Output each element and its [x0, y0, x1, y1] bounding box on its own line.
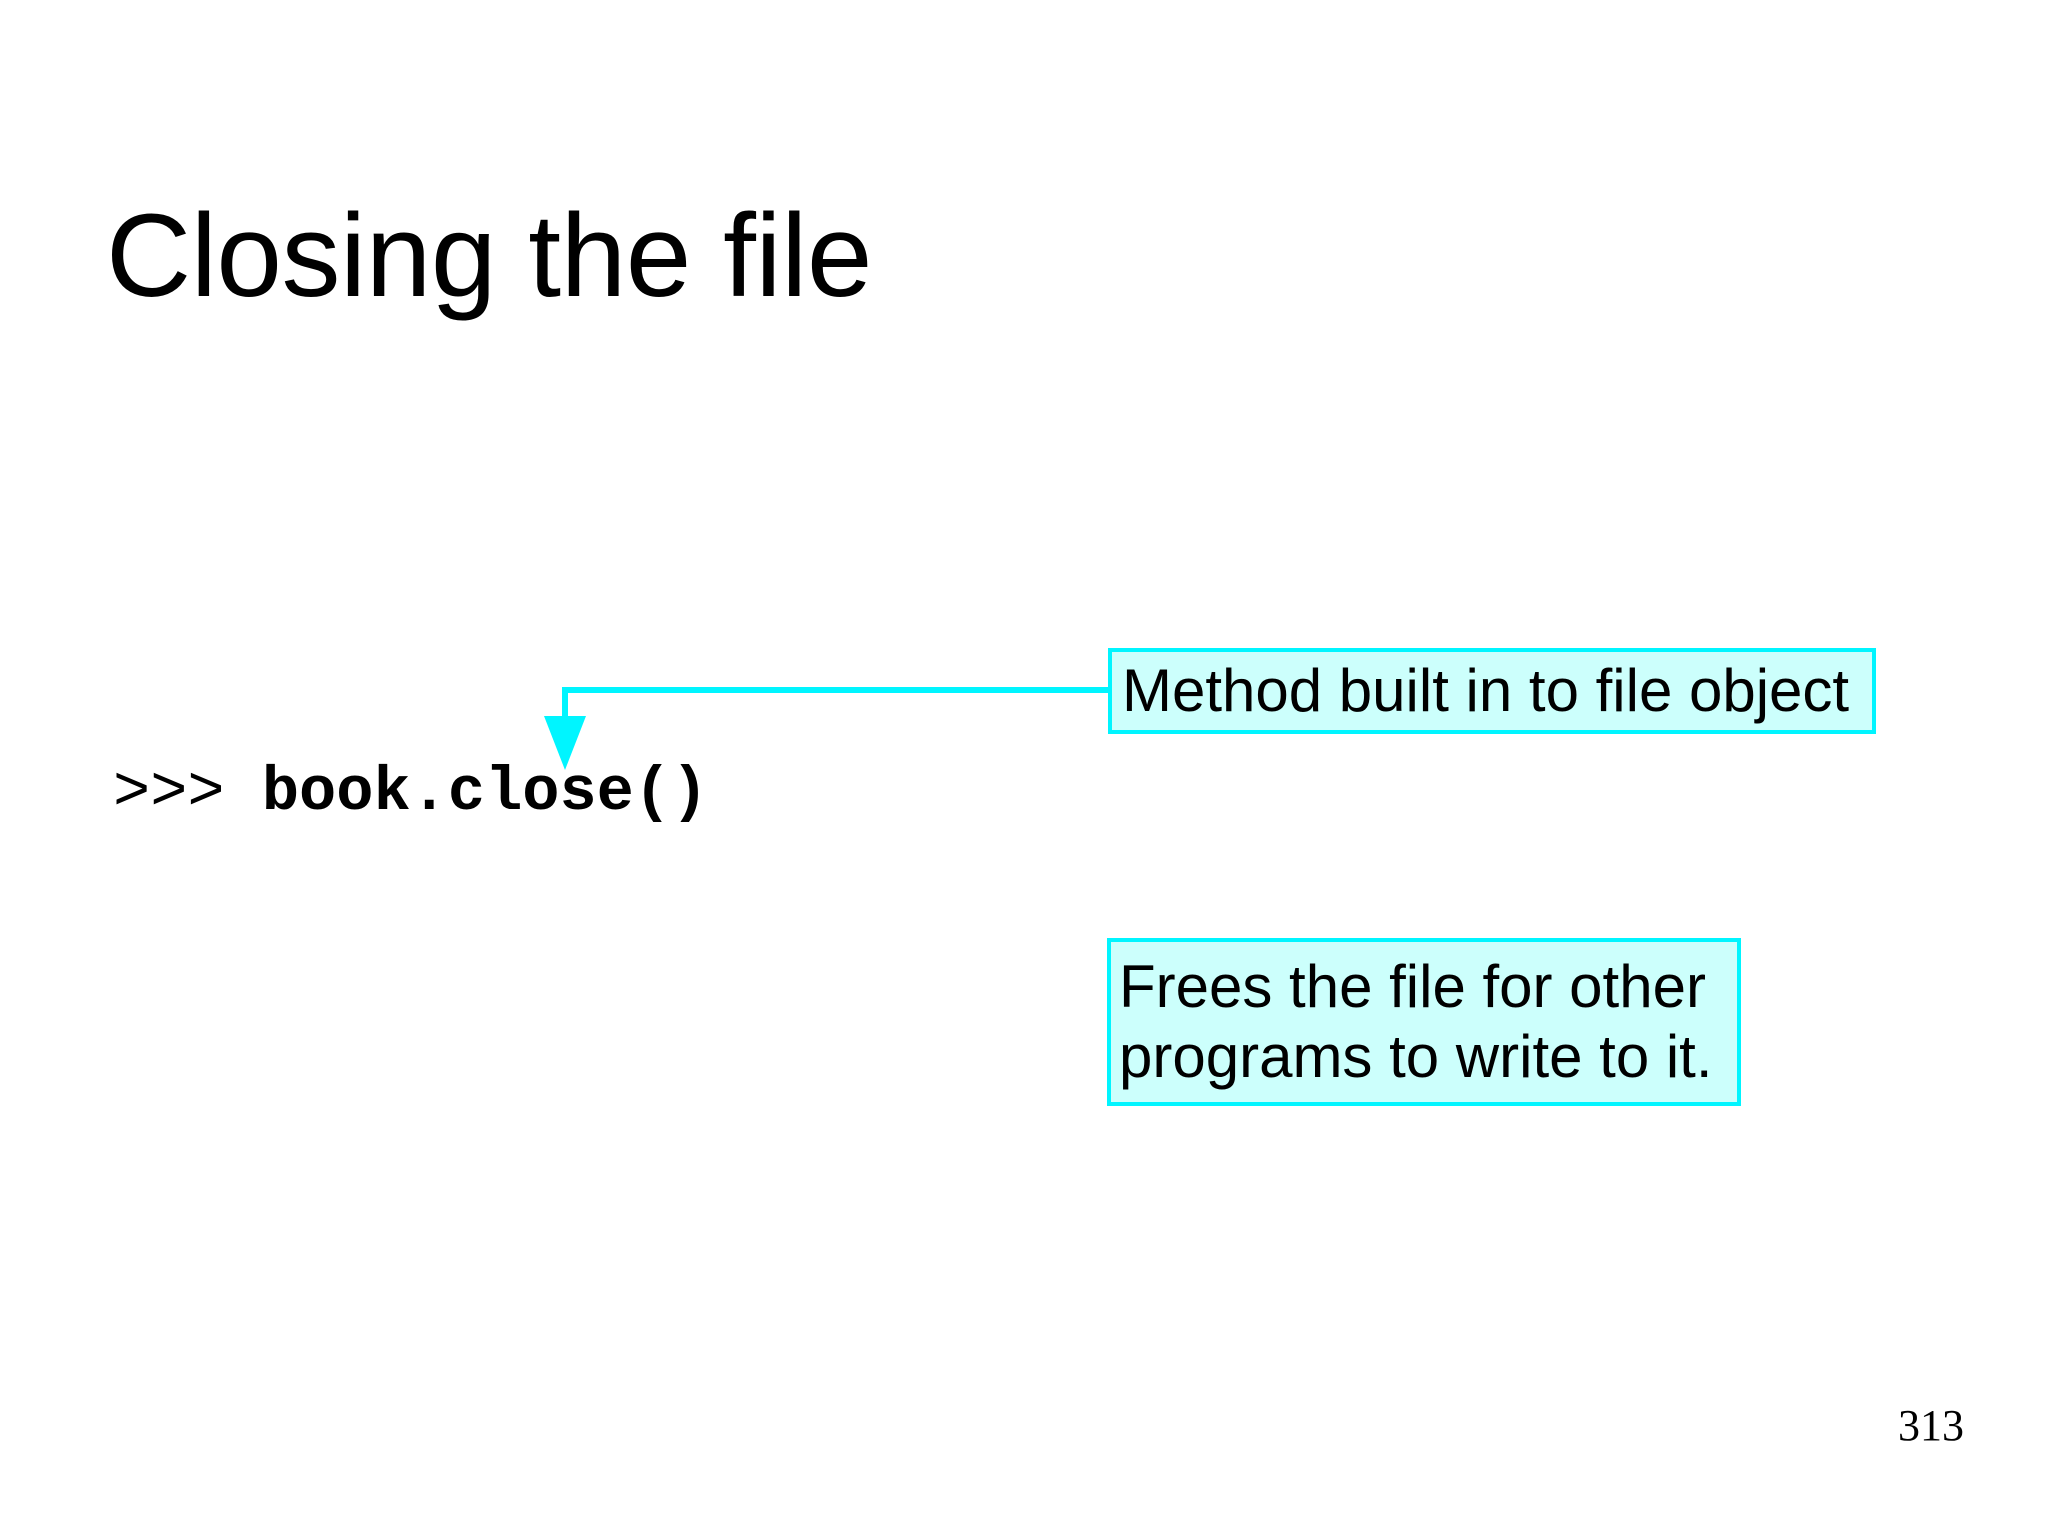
code-line: >>> book.close() — [113, 762, 708, 824]
code-statement: book.close() — [261, 757, 709, 828]
callout-method-line-1: Method built in to file object — [1122, 657, 1850, 725]
callout-frees-line-2: programs to write to it. — [1119, 1023, 1713, 1090]
code-prompt: >>> — [113, 757, 262, 828]
callout-frees-file: Frees the file for other programs to wri… — [1107, 938, 1741, 1106]
page-number: 313 — [1898, 1401, 1964, 1450]
callout-frees-line-1: Frees the file for other — [1119, 953, 1706, 1021]
callout-method-built-in: Method built in to file object — [1108, 648, 1876, 734]
page-title: Closing the file — [106, 190, 872, 323]
